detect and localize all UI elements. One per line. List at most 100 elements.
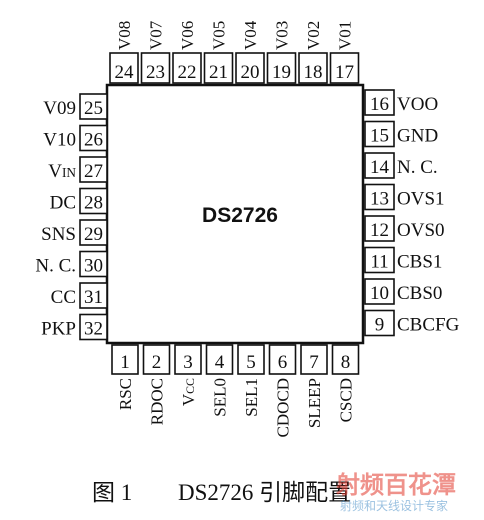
pin-label: CBS1 [397, 252, 442, 273]
pin-number: 18 [304, 62, 323, 83]
pin-label: V10 [43, 130, 76, 151]
pin-label: PKP [41, 319, 76, 340]
pin-number: 29 [84, 224, 103, 245]
pin-number: 21 [209, 62, 228, 83]
pin-box [79, 250, 108, 278]
pin-box [364, 309, 395, 337]
pin-number: 8 [341, 352, 351, 373]
pin-label: CBS0 [397, 283, 442, 304]
pin-label: V03 [273, 21, 292, 50]
pin-box [203, 52, 234, 84]
pin-label: SEL0 [211, 378, 230, 417]
pin-number: 23 [146, 62, 165, 83]
pin-12: 12 OVS0 [364, 215, 445, 242]
pin-label: V09 [43, 98, 76, 119]
pin-number: 31 [84, 287, 103, 308]
pin-label: V04 [241, 20, 260, 50]
pin-14: 14 N. C. [364, 152, 438, 179]
pin-13: 13 OVS1 [364, 183, 445, 211]
figure-number: 图 1 [92, 480, 132, 505]
pin-number: 25 [84, 98, 103, 119]
pin-label: CSCD [337, 378, 356, 422]
pin-number: 30 [84, 256, 103, 277]
pin-box [364, 89, 395, 116]
pin-10: 10 CBS0 [364, 278, 442, 305]
pin-label: VOO [397, 94, 438, 115]
pin-box [268, 344, 297, 375]
pin-number: 12 [370, 220, 389, 241]
pin-16: 16 VOO [364, 89, 438, 116]
pin-label: V01 [336, 21, 355, 50]
pin-number: 16 [370, 94, 389, 115]
pin-29: 29 SNS [41, 219, 108, 246]
pin-label: RSC [116, 378, 135, 410]
pin-number: 7 [309, 352, 319, 373]
pin-label-subscript: CC [183, 378, 197, 394]
pin-number: 2 [152, 352, 162, 373]
pin-box [79, 93, 108, 120]
pin-number: 13 [370, 189, 389, 210]
pin-box [79, 282, 108, 309]
pin-box [329, 52, 360, 84]
pin-label: N. C. [397, 157, 438, 178]
figure-title: DS2726 引脚配置 [178, 480, 351, 505]
pin-box [364, 278, 395, 305]
watermark-brand: 射频百花潭 [335, 471, 456, 499]
pin-label: DC [50, 193, 76, 214]
pin-box [298, 52, 328, 84]
chip-body [105, 83, 365, 345]
watermark-subtitle: 射频和天线设计专家 [340, 498, 448, 513]
pin-box [172, 52, 202, 84]
pin-label: CC [51, 287, 76, 308]
pin-number: 22 [178, 62, 197, 83]
pin-30: 30N. C. [35, 250, 108, 278]
pin-box [364, 152, 395, 179]
pin-number: 17 [335, 62, 354, 83]
pin-label: SLEEP [305, 378, 324, 428]
pin-box [111, 344, 139, 375]
pin-box [364, 215, 395, 242]
pin-label: SNS [41, 224, 76, 245]
pin-box [174, 344, 202, 375]
pin-label: RDOC [148, 378, 167, 425]
pin-17: 17 V01 [329, 21, 360, 84]
pin-box [364, 120, 395, 148]
pin-number: 14 [370, 157, 390, 178]
pin-number: 26 [84, 130, 103, 151]
pin-box [140, 52, 171, 84]
pin-label-subscript: IN [62, 165, 76, 180]
pin-number: 27 [84, 161, 103, 182]
pin-box [205, 344, 234, 375]
pin-25: 25 V09 [43, 93, 108, 120]
pin-box [237, 344, 265, 375]
pin-number: 9 [375, 315, 385, 336]
pin-box [364, 246, 395, 274]
pin-label: OVS1 [397, 189, 445, 210]
pin-number: 3 [183, 352, 193, 373]
pin-31: 31 CC [51, 282, 108, 309]
pin-label: OVS0 [397, 220, 445, 241]
pin-label: CDOCD [274, 378, 293, 438]
pin-box [79, 313, 108, 341]
pin-number: 19 [272, 62, 291, 83]
pin-label: V05 [210, 21, 229, 50]
pin-number: 4 [215, 352, 225, 373]
pin-number: 10 [370, 283, 389, 304]
pin-21: 21 V05 [203, 21, 234, 84]
pin-label: GND [397, 126, 438, 147]
